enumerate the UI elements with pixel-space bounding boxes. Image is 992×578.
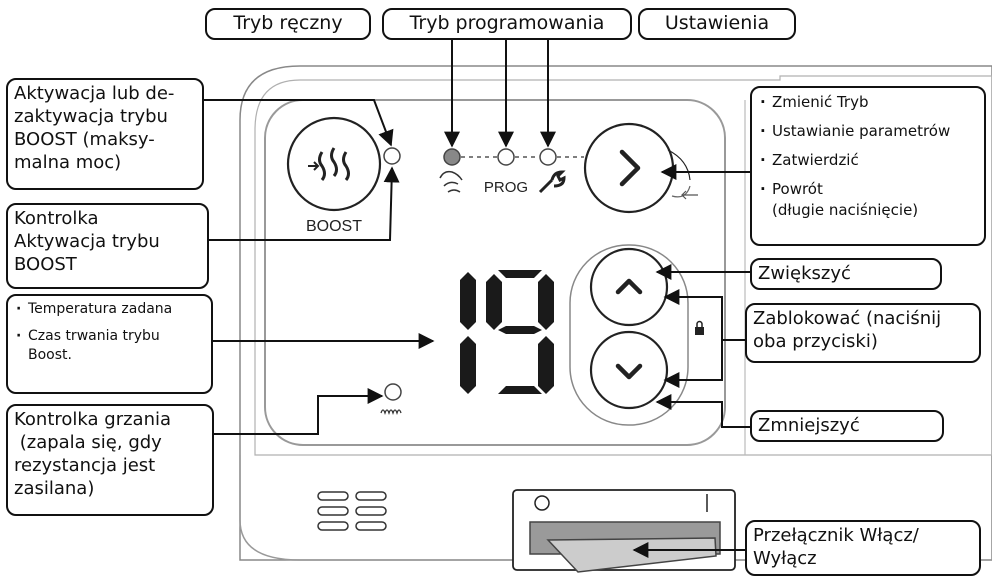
callout-boost-indicator: Kontrolka Aktywacja trybu BOOST <box>6 203 209 289</box>
device-housing-mid <box>254 75 992 456</box>
program-mode-led <box>497 148 515 166</box>
display-info-item: Czas trwania trybu <box>16 327 203 346</box>
select-function-item: Ustawianie parametrów <box>760 121 976 142</box>
display-info-item: Temperatura zadana <box>16 300 203 319</box>
callout-select-button-functions: Zmienić Tryb Ustawianie parametrów Zatwi… <box>750 86 986 246</box>
wrench-icon <box>538 170 566 194</box>
select-function-continuation: (długie naciśnięcie) <box>772 201 919 219</box>
vent-slots <box>317 491 387 531</box>
callout-manual-mode: Tryb ręczny <box>205 8 371 40</box>
manual-mode-led <box>443 148 461 166</box>
power-switch[interactable] <box>512 489 736 573</box>
device-base <box>239 455 992 561</box>
select-function-item: Zatwierdzić <box>760 150 976 171</box>
temperature-display <box>460 270 554 394</box>
lock-icon <box>695 320 704 335</box>
callout-boost-activation: Aktywacja lub de- zaktywacja trybu BOOST… <box>6 78 204 190</box>
select-function-item: Zmienić Tryb <box>760 92 976 113</box>
boost-indicator-led <box>383 147 401 165</box>
callout-heating-indicator: Kontrolka grzania (zapala się, gdy rezys… <box>6 404 214 516</box>
boost-label: BOOST <box>306 218 362 235</box>
display-info-continuation: Boost. <box>28 347 72 363</box>
settings-mode-led <box>539 148 557 166</box>
boost-button[interactable] <box>286 116 382 212</box>
hand-icon <box>439 170 463 193</box>
callout-lock: Zablokować (naciśnij oba przyciski) <box>745 303 981 363</box>
select-button[interactable] <box>583 122 698 214</box>
callout-increase: Zwiększyć <box>750 258 942 290</box>
callout-decrease: Zmniejszyć <box>750 410 944 442</box>
heating-coil-icon <box>380 409 402 416</box>
prog-label: PROG <box>484 179 528 196</box>
heating-indicator-led <box>384 383 402 401</box>
callout-program-mode: Tryb programowania <box>382 8 632 40</box>
select-function-item: Powrót <box>760 179 976 200</box>
down-button[interactable] <box>589 330 669 410</box>
callout-power-switch: Przełącznik Włącz/ Wyłącz <box>745 520 981 576</box>
callout-display-info: Temperatura zadana Czas trwania trybu Bo… <box>6 294 213 394</box>
up-button[interactable] <box>589 247 669 327</box>
callout-settings: Ustawienia <box>638 8 796 40</box>
